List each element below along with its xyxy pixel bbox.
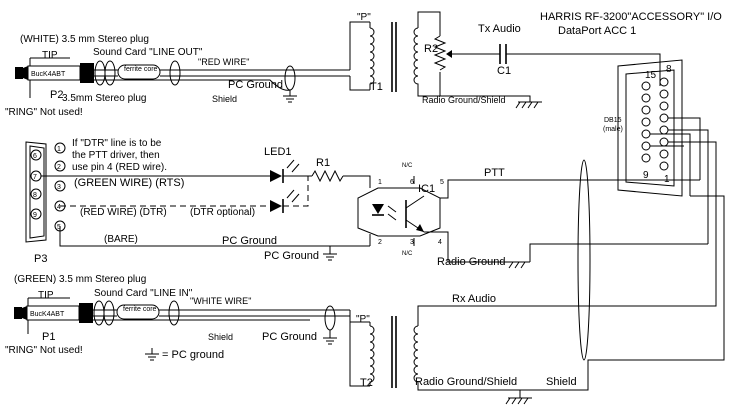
p2-plug-icon: BucK4ABT xyxy=(15,63,94,83)
p2-ring-note: "RING" Not used! xyxy=(5,107,83,118)
p3-note-line-3: use pin 4 (RED wire). xyxy=(72,162,167,173)
p2-ferrite-label: ferrite core xyxy=(124,66,158,73)
p3-db9-connector xyxy=(25,141,47,243)
p1-ground-label: PC Ground xyxy=(262,331,317,343)
p3-pin-1: 1 xyxy=(57,146,61,153)
p2-color-note: (WHITE) 3.5 mm Stereo plug xyxy=(20,34,149,45)
r2-potentiometer-icon xyxy=(433,35,462,71)
p2-reference: P2 xyxy=(50,89,63,101)
db15-connector: HARRIS RF-3200"ACCESSORY" I/O DataPort A… xyxy=(540,11,722,280)
p1-color-note: (GREEN) 3.5 mm Stereo plug xyxy=(14,274,146,285)
p3-pin-9: 9 xyxy=(33,212,37,219)
p3-green-wire-label: (GREEN WIRE) (RTS) xyxy=(74,177,184,189)
p2-wire-label: "RED WIRE" xyxy=(198,57,249,67)
rx-audio-section: (GREEN) 3.5 mm Stereo plug TIP Sound Car… xyxy=(5,159,725,405)
p1-plug-brand: BucK4ABT xyxy=(30,311,65,318)
p3-note-line-1: If "DTR" line is to be xyxy=(72,138,162,149)
ic1-nc-top: N/C xyxy=(402,163,413,169)
p3-ref: P3 xyxy=(34,253,47,265)
ic1-optocoupler-icon xyxy=(357,187,441,237)
ic1-pin-2: 2 xyxy=(378,239,382,246)
c1-capacitor-icon xyxy=(499,44,507,64)
p2-ferrite-icon: ferrite core xyxy=(94,60,181,86)
p3-pin-7: 7 xyxy=(33,174,37,181)
header-title: HARRIS RF-3200"ACCESSORY" I/O xyxy=(540,11,722,23)
p1-reference: P1 xyxy=(42,331,55,343)
p1-tip-label: TIP xyxy=(38,290,54,301)
p3-dtr-optional-label: (DTR optional) xyxy=(190,207,255,218)
p2-tip-label: TIP xyxy=(42,50,58,61)
led1-label: LED1 xyxy=(264,146,292,158)
p3-pin-2: 2 xyxy=(57,164,61,171)
p1-ferrite-icon: ferrite core xyxy=(93,300,180,326)
p1-ring-note: "RING" Not used! xyxy=(5,345,83,356)
t1-transformer-icon xyxy=(369,22,419,92)
ground-legend-icon xyxy=(145,348,159,361)
p1-ferrite-label: ferrite core xyxy=(123,306,157,313)
ic1-pin-6: 6 xyxy=(410,179,414,186)
p3-pins: 6 1 7 2 8 3 9 4 5 xyxy=(30,142,66,232)
p3-pin-6: 6 xyxy=(33,153,37,160)
db15-note: (male) xyxy=(603,126,623,133)
t2-primary-label: "P" xyxy=(356,314,370,325)
db15-pin-9: 9 xyxy=(643,170,649,181)
p3-bare-label: (BARE) xyxy=(104,234,138,245)
p3-red-wire-label: (RED WIRE) (DTR) xyxy=(80,207,167,218)
header-subtitle: DataPort ACC 1 xyxy=(558,25,636,37)
ic1-pin-4: 4 xyxy=(438,239,442,246)
ic1-pin-5: 5 xyxy=(440,179,444,186)
ptt-section: P3 6 1 7 2 8 3 9 4 5 If "DTR" line is to… xyxy=(25,138,708,269)
p2-sound-card-label: Sound Card "LINE OUT" xyxy=(93,47,203,58)
p3-pin-5: 5 xyxy=(57,224,61,231)
pc-ground-legend: = PC ground xyxy=(162,349,224,361)
rx-audio-label: Rx Audio xyxy=(452,293,496,305)
p1-sound-card-label: Sound Card "LINE IN" xyxy=(94,288,193,299)
ic1-pin-3: 3 xyxy=(410,239,414,246)
p3-pin-4: 4 xyxy=(57,204,61,211)
p2-plug-label: 3.5mm Stereo plug xyxy=(62,93,147,104)
p2-plug-brand: BucK4ABT xyxy=(31,71,66,78)
t1-ref: T1 xyxy=(370,81,383,93)
ptt-label: PTT xyxy=(484,167,505,179)
p1-wire-label: "WHITE WIRE" xyxy=(190,296,251,306)
r2-label: R2 xyxy=(424,43,438,55)
p2-shield-label: Shield xyxy=(212,94,237,104)
p3-pin-8: 8 xyxy=(33,192,37,199)
t1-radio-ground-label: Radio Ground/Shield xyxy=(422,95,506,105)
ptt-radio-ground-label: Radio Ground xyxy=(437,256,506,268)
t2-shield-label: Shield xyxy=(546,376,577,388)
db15-pins xyxy=(641,77,669,171)
db15-pin-8: 8 xyxy=(666,64,672,75)
p1-plug-icon: BucK4ABT xyxy=(14,303,93,323)
t2-transformer-icon xyxy=(369,316,419,388)
p3-pin-3: 3 xyxy=(57,184,61,191)
p3-pc-ground-1: PC Ground xyxy=(222,235,277,247)
ic1-pin-1: 1 xyxy=(378,179,382,186)
r1-resistor-icon xyxy=(311,169,344,183)
ic1-label: IC1 xyxy=(418,183,435,195)
p3-pc-ground-2: PC Ground xyxy=(264,250,319,262)
tx-audio-section: (WHITE) 3.5 mm Stereo plug TIP Sound Car… xyxy=(5,11,661,118)
db15-pin-15: 15 xyxy=(645,70,657,81)
led1-icon xyxy=(270,159,300,213)
t2-radio-ground-label: Radio Ground/Shield xyxy=(415,376,517,388)
db15-label: DB15 xyxy=(604,117,622,124)
t1-primary-label: "P" xyxy=(357,12,371,23)
p1-shield-label: Shield xyxy=(208,332,233,342)
p2-ground-label: PC Ground xyxy=(228,79,283,91)
c1-label: C1 xyxy=(497,65,511,77)
r1-label: R1 xyxy=(316,157,330,169)
t2-ref: T2 xyxy=(360,377,373,389)
tx-audio-label: Tx Audio xyxy=(478,23,521,35)
ic1-nc-bottom: N/C xyxy=(402,251,413,257)
p3-note-line-2: the PTT driver, then xyxy=(72,150,160,161)
